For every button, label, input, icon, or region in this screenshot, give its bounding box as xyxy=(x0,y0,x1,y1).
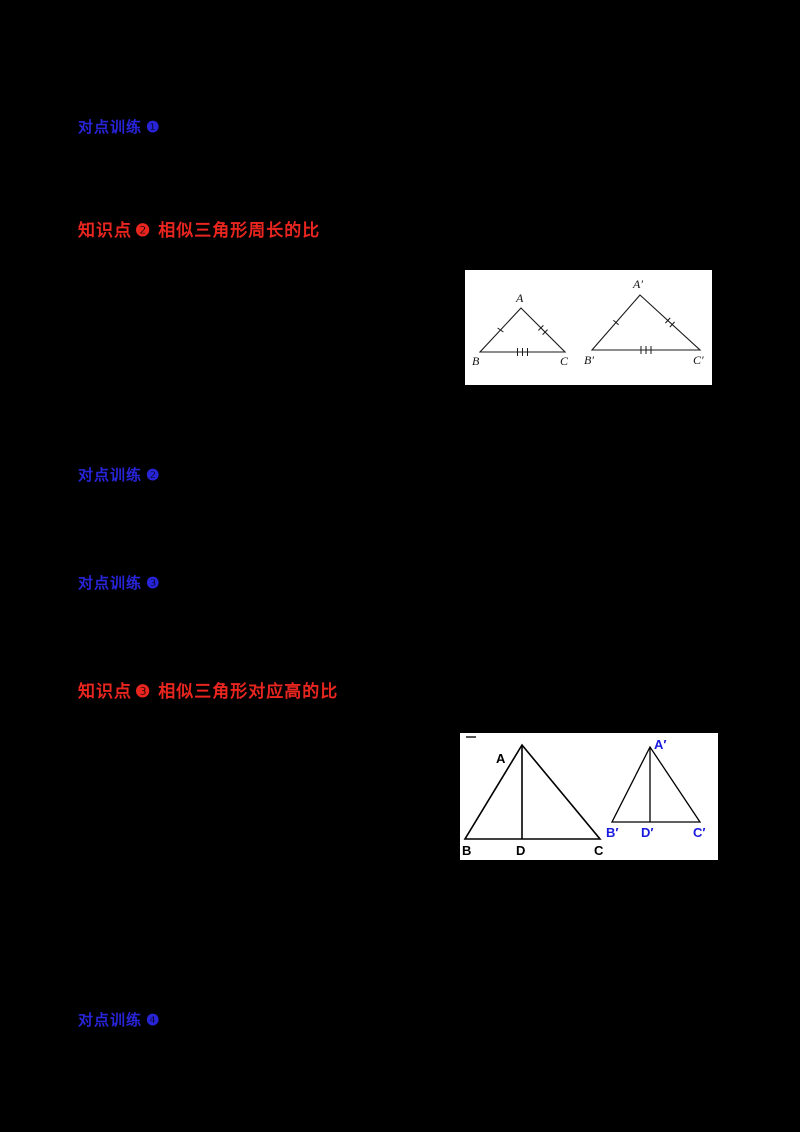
vertex-label-a-prime: A′ xyxy=(654,737,667,752)
figure-similar-triangles-sides: A B C A′ B′ C′ xyxy=(465,270,712,385)
kp-title: 相似三角形周长的比 xyxy=(158,221,321,240)
kp-title: 相似三角形对应高的比 xyxy=(158,682,339,701)
triangle-abc-with-height: A B D C xyxy=(462,743,604,858)
vertex-label-c: C xyxy=(560,354,569,368)
triangle-a2b2c2-outline xyxy=(610,745,702,823)
tick-a2c2-1 xyxy=(665,317,671,324)
practice-number-icon: ❸ xyxy=(146,575,160,592)
vertex-label-c-prime: C′ xyxy=(693,825,706,840)
figure2-svg: A B D C A′ B′ D′ C′ xyxy=(462,736,706,858)
vertex-label-b-prime: B′ xyxy=(584,353,594,367)
kp-number-icon: ❸ xyxy=(135,682,151,701)
practice-number-icon: ❹ xyxy=(146,1012,160,1029)
kp-label: 知识点 xyxy=(78,682,132,701)
kp-label: 知识点 xyxy=(78,221,132,240)
practice-label-text: 对点训练 xyxy=(78,575,143,592)
vertex-label-a: A xyxy=(515,291,524,305)
tick-ac-2 xyxy=(542,329,548,335)
tick-ac-1 xyxy=(538,325,544,331)
triangle-a2b2c2-with-height: A′ B′ D′ C′ xyxy=(606,737,706,840)
vertex-label-c-prime: C′ xyxy=(693,353,704,367)
triangle-abc-outline xyxy=(463,743,602,840)
vertex-label-b: B xyxy=(472,354,480,368)
practice-label-text: 对点训练 xyxy=(78,1012,143,1029)
vertex-label-d: D xyxy=(516,843,525,858)
practice-number-icon: ❷ xyxy=(146,467,160,484)
figure1-svg: A B C A′ B′ C′ xyxy=(472,277,704,368)
vertex-label-d-prime: D′ xyxy=(641,825,654,840)
tick-ab xyxy=(497,327,504,333)
tick-a2b2 xyxy=(613,319,619,326)
vertex-label-b-prime: B′ xyxy=(606,825,619,840)
triangle-a2b2c2: A′ B′ C′ xyxy=(584,277,704,367)
vertex-label-a: A xyxy=(496,751,506,766)
vertex-label-a-prime: A′ xyxy=(632,277,643,291)
triangle-a2b2c2-outline xyxy=(590,294,702,351)
tick-a2c2-2 xyxy=(669,321,675,328)
vertex-label-c: C xyxy=(594,843,604,858)
kp-number-icon: ❷ xyxy=(135,221,151,240)
practice-label-text: 对点训练 xyxy=(78,467,143,484)
vertex-label-b: B xyxy=(462,843,471,858)
practice-number-icon: ❶ xyxy=(146,119,160,136)
figure-similar-triangles-heights: A B D C A′ B′ D′ C′ xyxy=(460,733,718,860)
triangle-abc-outline xyxy=(478,307,567,353)
practice-label-text: 对点训练 xyxy=(78,119,143,136)
triangle-abc: A B C xyxy=(472,291,569,368)
